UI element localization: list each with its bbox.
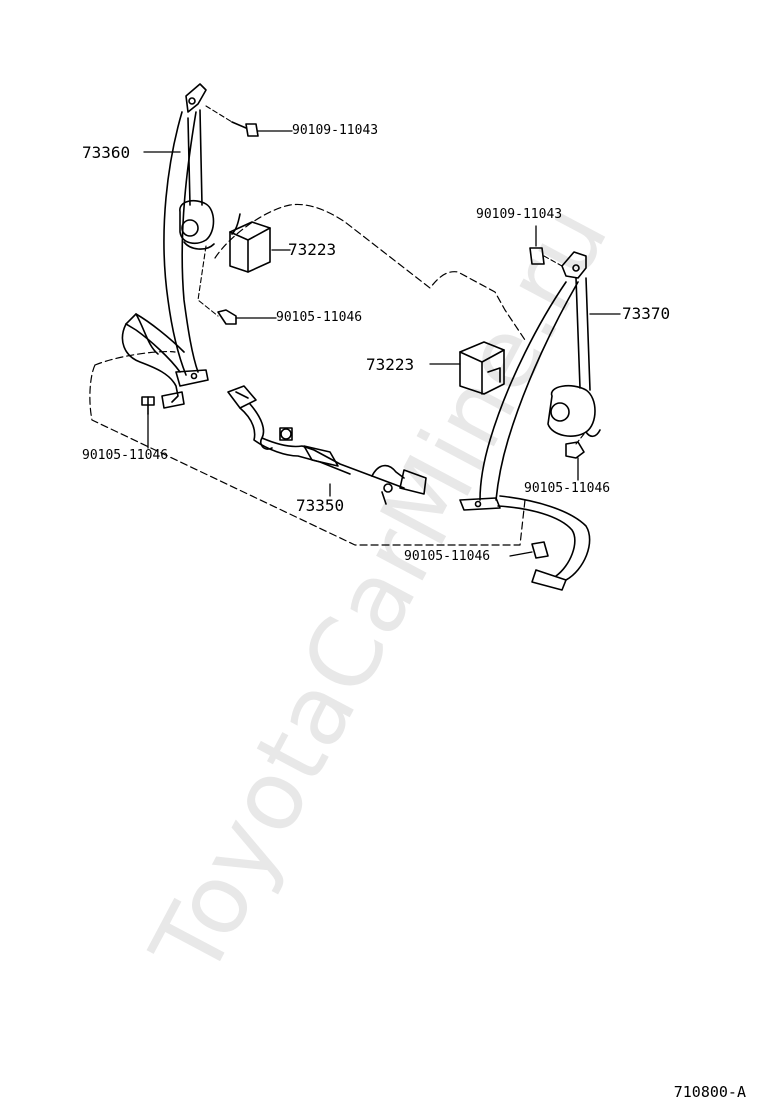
bolt-top-left [205,105,259,137]
callout-73360: 73360 [82,143,131,162]
seat-outline [89,203,526,546]
callout-bolt-mid-right: 90105-11046 [524,481,611,496]
diagram-reference-code: 710800-A [673,1083,746,1101]
bolt-mid-right [565,433,585,459]
callout-bolt-mid-left: 90105-11046 [276,310,363,325]
leader-lines [143,130,621,557]
bolt-mid-left [197,245,237,325]
callout-bolt-top-right: 90109-11043 [476,207,563,222]
center-buckle-belt [227,385,427,505]
callout-73370: 73370 [622,304,671,323]
callout-bolt-floor-left: 90105-11046 [82,448,169,463]
callout-73350: 73350 [296,496,345,515]
bolt-top-right [529,247,563,267]
callout-73223-left: 73223 [288,240,337,259]
bolt-floor-right [531,541,549,559]
left-retractor-cover [229,213,271,273]
callout-bolt-floor-right: 90105-11046 [404,549,491,564]
callout-bolt-top-left: 90109-11043 [292,123,379,138]
right-seat-belt [459,251,601,591]
right-retractor-cover [459,341,505,395]
callout-73223-right: 73223 [366,355,415,374]
left-seat-belt [121,83,215,403]
left-belt-anchor-bolt [141,391,185,415]
